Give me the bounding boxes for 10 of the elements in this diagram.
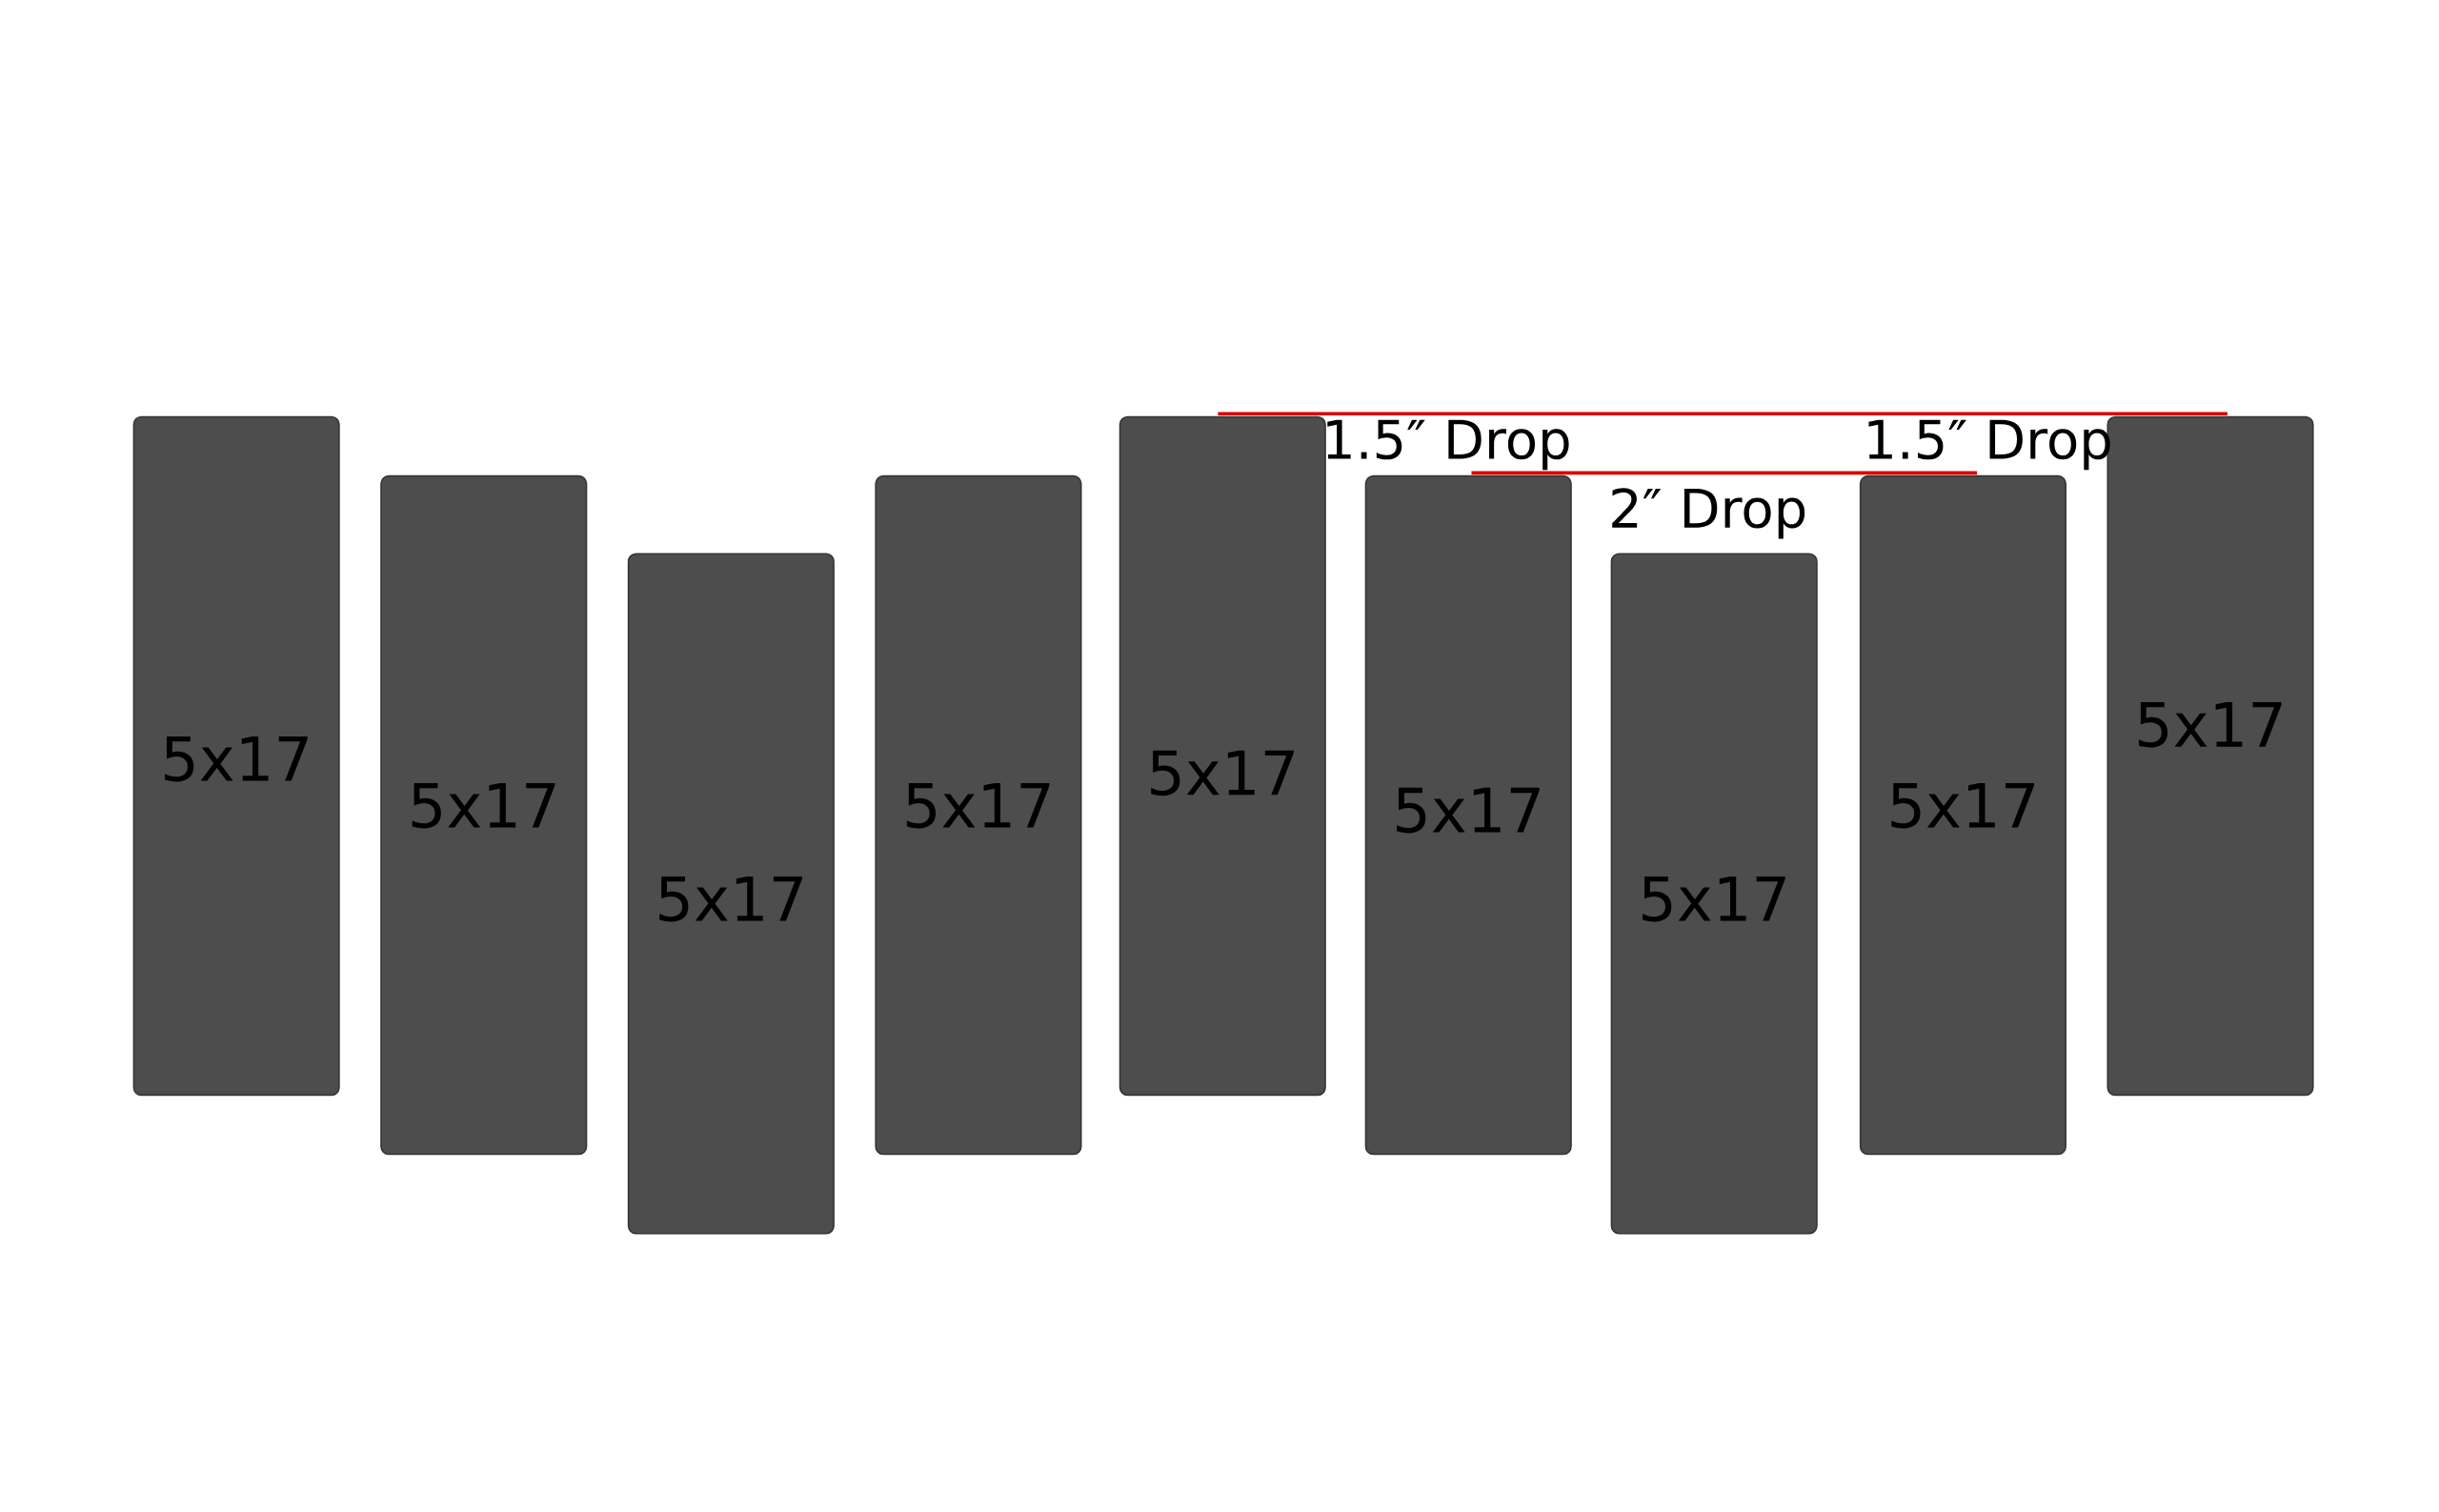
panel: 5x17 xyxy=(875,474,1082,1156)
panel: 5x17 xyxy=(1364,474,1572,1156)
panel: 5x17 xyxy=(1610,553,1818,1235)
panel: 5x17 xyxy=(1859,474,2066,1156)
panel: 5x17 xyxy=(380,474,588,1156)
dimension-label: 1.5″ Drop xyxy=(1327,419,1569,471)
dimension-label: 2″ Drop xyxy=(1612,488,1805,539)
panel: 5x17 xyxy=(627,553,835,1235)
panel: 5x17 xyxy=(1119,415,1326,1097)
panel: 5x17 xyxy=(132,415,340,1097)
